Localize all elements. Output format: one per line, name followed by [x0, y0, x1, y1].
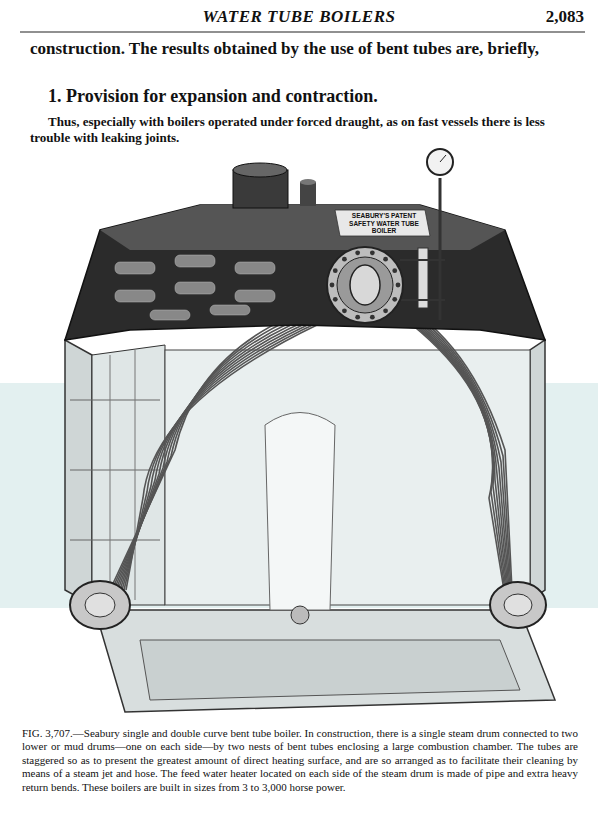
running-head: WATER TUBE BOILERS: [0, 7, 598, 27]
name-plate: SEABURY'S PATENT SAFETY WATER TUBE BOILE…: [342, 212, 426, 235]
body-text: construction. The results obtained by th…: [30, 38, 582, 60]
figure-caption: FIG. 3,707.—Seabury single and double cu…: [22, 727, 578, 794]
body-text: Thus, especially with boilers operated u…: [30, 114, 580, 146]
page-number: 2,083: [546, 7, 584, 27]
numbered-point: 1. Provision for expansion and contracti…: [48, 86, 578, 107]
